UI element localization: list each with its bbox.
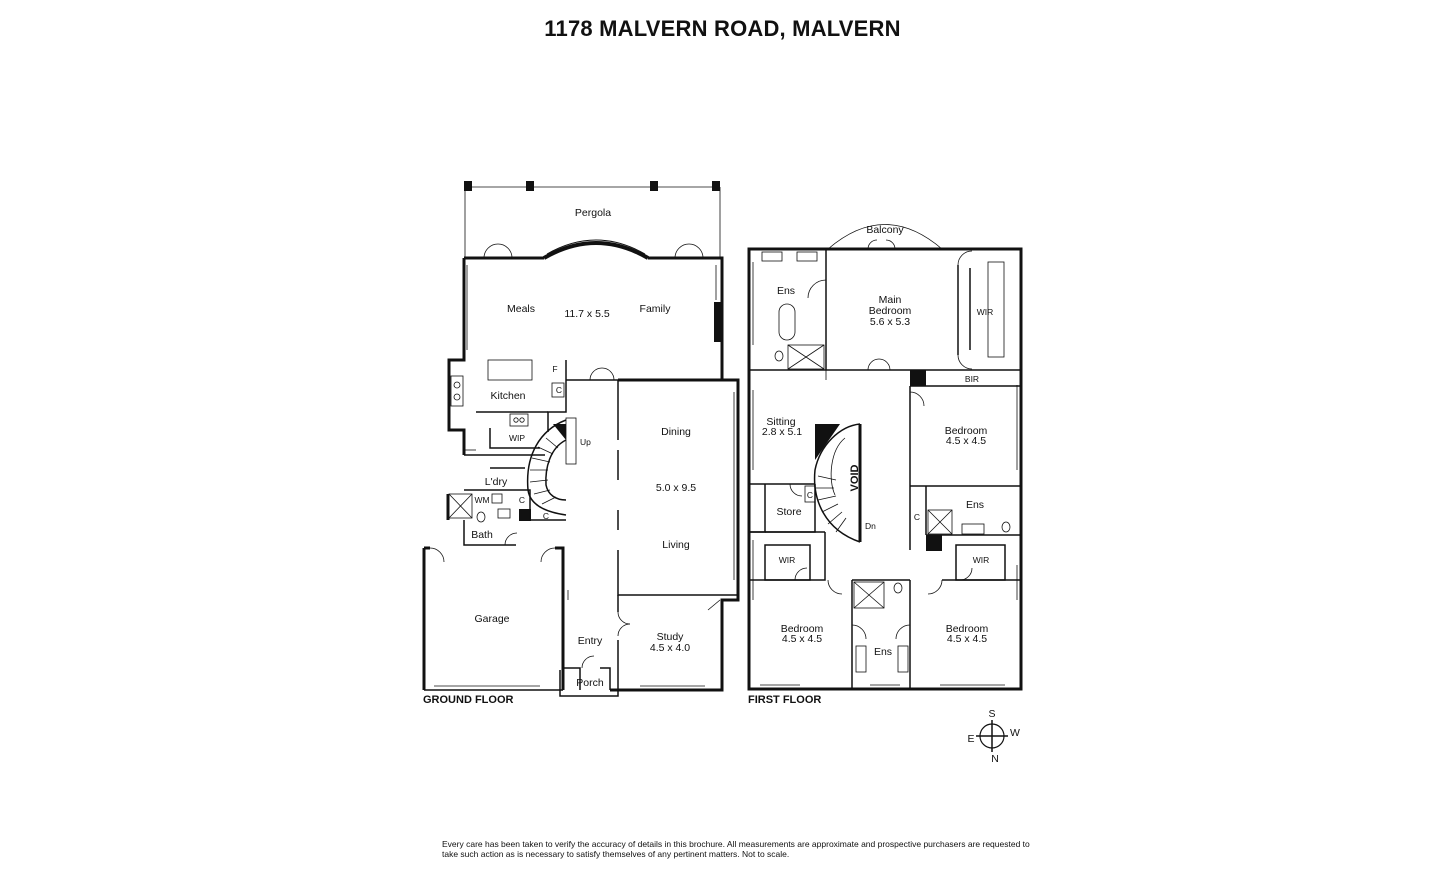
bir-walls	[909, 370, 1021, 407]
room-main-bedroom-line1: Main	[879, 294, 902, 306]
main-bedroom-walls	[749, 250, 1021, 371]
room-garage: Garage	[474, 613, 509, 625]
ground-staircase	[519, 417, 577, 521]
room-main-wir: WIR	[977, 307, 994, 317]
stairs-up-label: Up	[580, 437, 591, 447]
room-bath: Bath	[471, 529, 493, 541]
room-bedroom-three: Bedroom	[781, 623, 824, 635]
room-entry: Entry	[578, 635, 603, 647]
main-ensuite-walls	[761, 249, 827, 370]
laundry-cupboard-label: C	[519, 495, 525, 505]
compass-south: S	[988, 708, 995, 720]
room-bedroom-four: Bedroom	[946, 623, 989, 635]
room-bir: BIR	[965, 374, 979, 384]
room-porch: Porch	[576, 677, 604, 689]
sitting-walls	[749, 370, 827, 485]
room-study: Study	[657, 631, 685, 643]
entry-study-walls	[559, 590, 740, 697]
room-main-bedroom-size: 5.6 x 5.3	[870, 316, 910, 328]
ensuite-three-walls	[827, 579, 943, 689]
washing-machine-label: WM	[474, 495, 489, 505]
room-kitchen: Kitchen	[490, 390, 525, 402]
room-study-size: 4.5 x 4.0	[650, 642, 690, 654]
stair-cupboard-label: C	[543, 511, 549, 521]
room-sitting: Sitting	[766, 416, 795, 428]
ground-floor-plan: Pergola Meals 11.7 x 5.5 Family F C Kitc…	[422, 181, 740, 706]
room-dining-living-size: 5.0 x 9.5	[656, 482, 696, 494]
room-meals: Meals	[507, 303, 535, 315]
room-bedroom-three-size: 4.5 x 4.5	[782, 633, 822, 645]
room-main-bedroom-line2: Bedroom	[869, 305, 912, 317]
stairs-down-label: Dn	[865, 521, 876, 531]
room-meals-family-size: 11.7 x 5.5	[564, 308, 609, 320]
disclaimer-text: Every care has been taken to verify the …	[442, 839, 1030, 859]
page-title: 1178 MALVERN ROAD, MALVERN	[544, 16, 901, 41]
room-wip: WIP	[509, 433, 525, 443]
room-family: Family	[640, 303, 672, 315]
room-sitting-size: 2.8 x 5.1	[762, 426, 802, 438]
first-floor-staircase	[813, 423, 862, 543]
kitchen-fixtures	[450, 359, 620, 469]
pergola-structure	[464, 181, 721, 258]
room-ensuite-two: Ens	[966, 499, 984, 511]
room-bedroom-two: Bedroom	[945, 425, 988, 437]
ensuite-cupboard-label: C	[914, 512, 920, 522]
compass-icon: S W E N	[967, 708, 1020, 765]
ground-floor-label: GROUND FLOOR	[423, 694, 513, 706]
meals-family-walls	[447, 239, 724, 455]
room-void: VOID	[849, 465, 861, 492]
first-floor-label: FIRST FLOOR	[748, 694, 821, 706]
room-wir-left: WIR	[779, 555, 796, 565]
room-pergola: Pergola	[575, 207, 611, 219]
room-wir-right: WIR	[973, 555, 990, 565]
garage-walls	[422, 546, 565, 691]
bath-laundry-walls	[446, 489, 566, 546]
room-balcony: Balcony	[866, 224, 904, 236]
compass-west: W	[1010, 727, 1020, 739]
compass-north: N	[991, 753, 999, 765]
room-ensuite-three: Ens	[874, 646, 892, 658]
balcony-arc	[827, 224, 943, 250]
wir-walls	[749, 531, 1021, 581]
room-store: Store	[776, 506, 801, 518]
kitchen-cupboard-label: C	[556, 385, 562, 395]
first-floor-plan: Balcony Ens Main Bedroom 5.6 x 5.3 WIR B…	[747, 224, 1023, 706]
room-laundry: L'dry	[485, 476, 508, 488]
room-bedroom-two-size: 4.5 x 4.5	[946, 435, 986, 447]
bedroom-two-walls	[909, 386, 1021, 551]
kitchen-fridge-label: F	[552, 364, 557, 374]
room-dining: Dining	[661, 426, 691, 438]
room-main-ensuite: Ens	[777, 285, 795, 297]
store-cupboard-label: C	[807, 490, 813, 500]
compass-east: E	[967, 733, 974, 745]
room-bedroom-four-size: 4.5 x 4.5	[947, 633, 987, 645]
room-living: Living	[662, 539, 690, 551]
